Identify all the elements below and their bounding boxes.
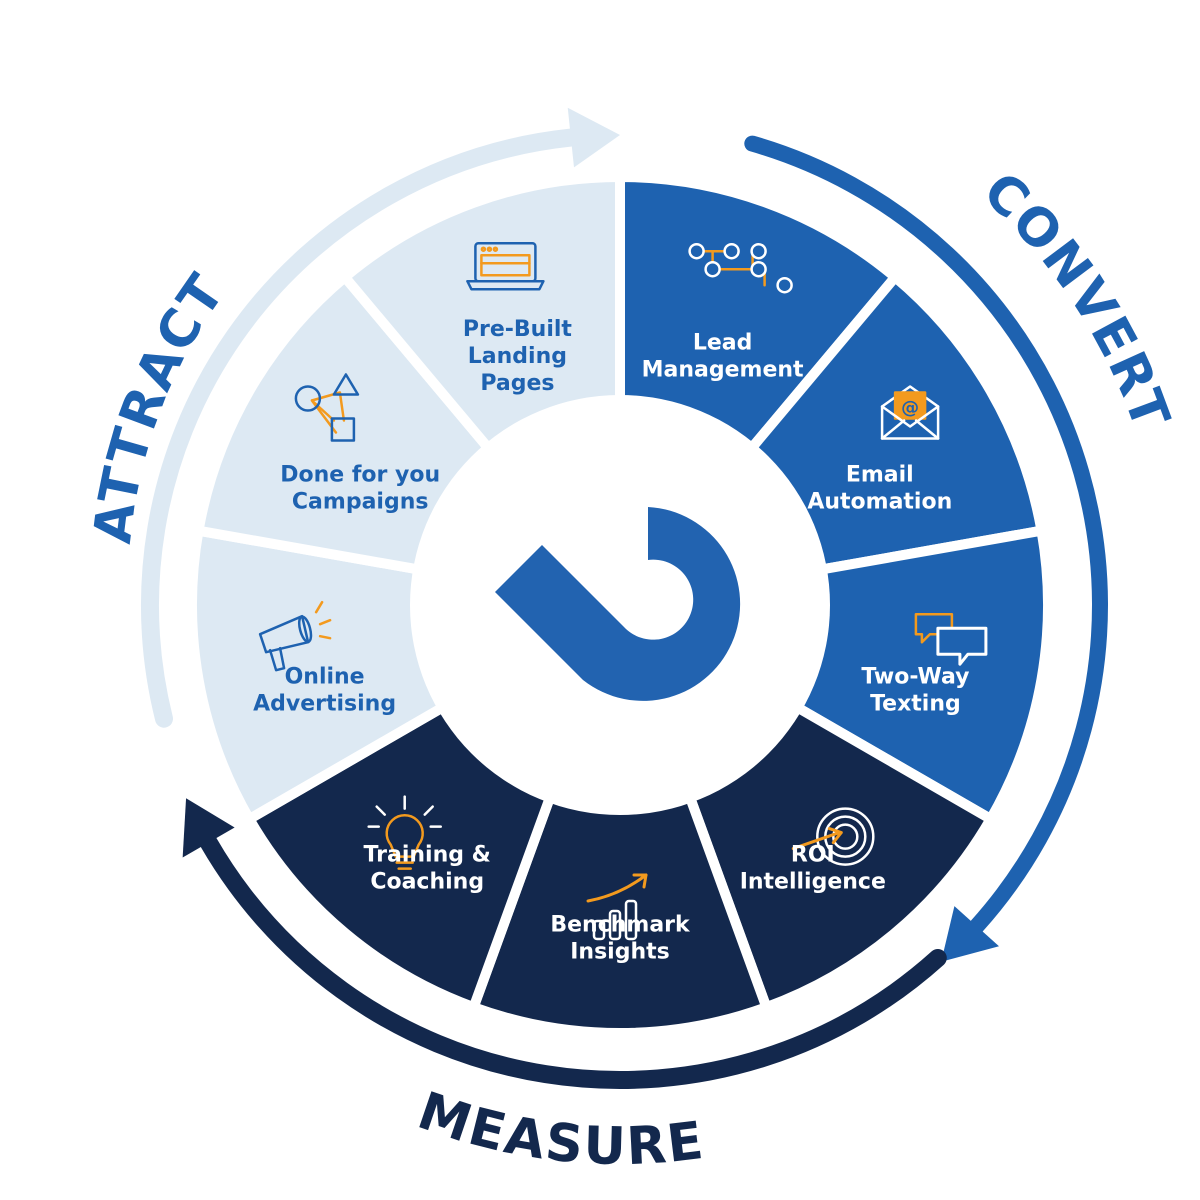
- convert-arrow: [744, 135, 1108, 935]
- segment-label-line: Online: [285, 665, 365, 690]
- segment-label-line: Insights: [570, 940, 670, 965]
- segment-label-line: Training &: [364, 842, 491, 867]
- cycle-arrows: [141, 107, 1108, 1089]
- segment-label-line: Automation: [807, 490, 952, 515]
- segment-label-line: Done for you: [280, 463, 440, 488]
- segment-label-line: Management: [642, 358, 804, 383]
- phase-label-convert-text: CONVERT: [971, 161, 1179, 438]
- bar-chart-icon: [586, 873, 648, 941]
- center-logo: [495, 507, 741, 701]
- center-circle: [410, 395, 830, 815]
- attract-arrow-head: [567, 107, 620, 168]
- phase-label-measure: MEASURE: [411, 1081, 709, 1177]
- segment-label-line: Benchmark: [550, 913, 691, 938]
- segment-label-line: Two-Way: [861, 665, 969, 690]
- flow-chart-icon: [688, 242, 793, 294]
- measure-arrow: [199, 833, 947, 1089]
- segment-label-line: Intelligence: [740, 869, 886, 894]
- segment-label-line: Advertising: [253, 692, 396, 717]
- segment-label-line: Lead: [693, 331, 753, 356]
- measure-arrow-head: [182, 798, 235, 858]
- phase-label-measure-text: MEASURE: [411, 1081, 707, 1177]
- email-envelope-icon: @: [880, 385, 940, 440]
- segment-wedge: [467, 590, 773, 1039]
- target-icon: [791, 807, 875, 866]
- at-sign-glyph: @: [901, 398, 919, 419]
- segment-label-line: Landing: [468, 344, 567, 369]
- shapes-icon: [294, 373, 360, 442]
- segment-label-line: Coaching: [370, 869, 484, 894]
- chat-bubbles-icon: [914, 612, 988, 666]
- segment-label-line: Pages: [480, 371, 554, 396]
- laptop-icon: [466, 241, 545, 291]
- phase-label-convert: CONVERT: [971, 161, 1181, 438]
- segment-label-line: Campaigns: [292, 490, 429, 515]
- attract-arrow: [141, 128, 580, 728]
- segment-label: Training &Coaching: [364, 842, 491, 894]
- convert-arrow-head: [941, 906, 1000, 962]
- segment-label-line: Pre-Built: [463, 317, 573, 342]
- segment-label-line: Email: [846, 463, 914, 488]
- megaphone-icon: [258, 600, 332, 672]
- lightbulb-icon: [367, 795, 442, 870]
- segment-label-line: ROI: [791, 842, 835, 867]
- segment-label-line: Texting: [870, 692, 961, 717]
